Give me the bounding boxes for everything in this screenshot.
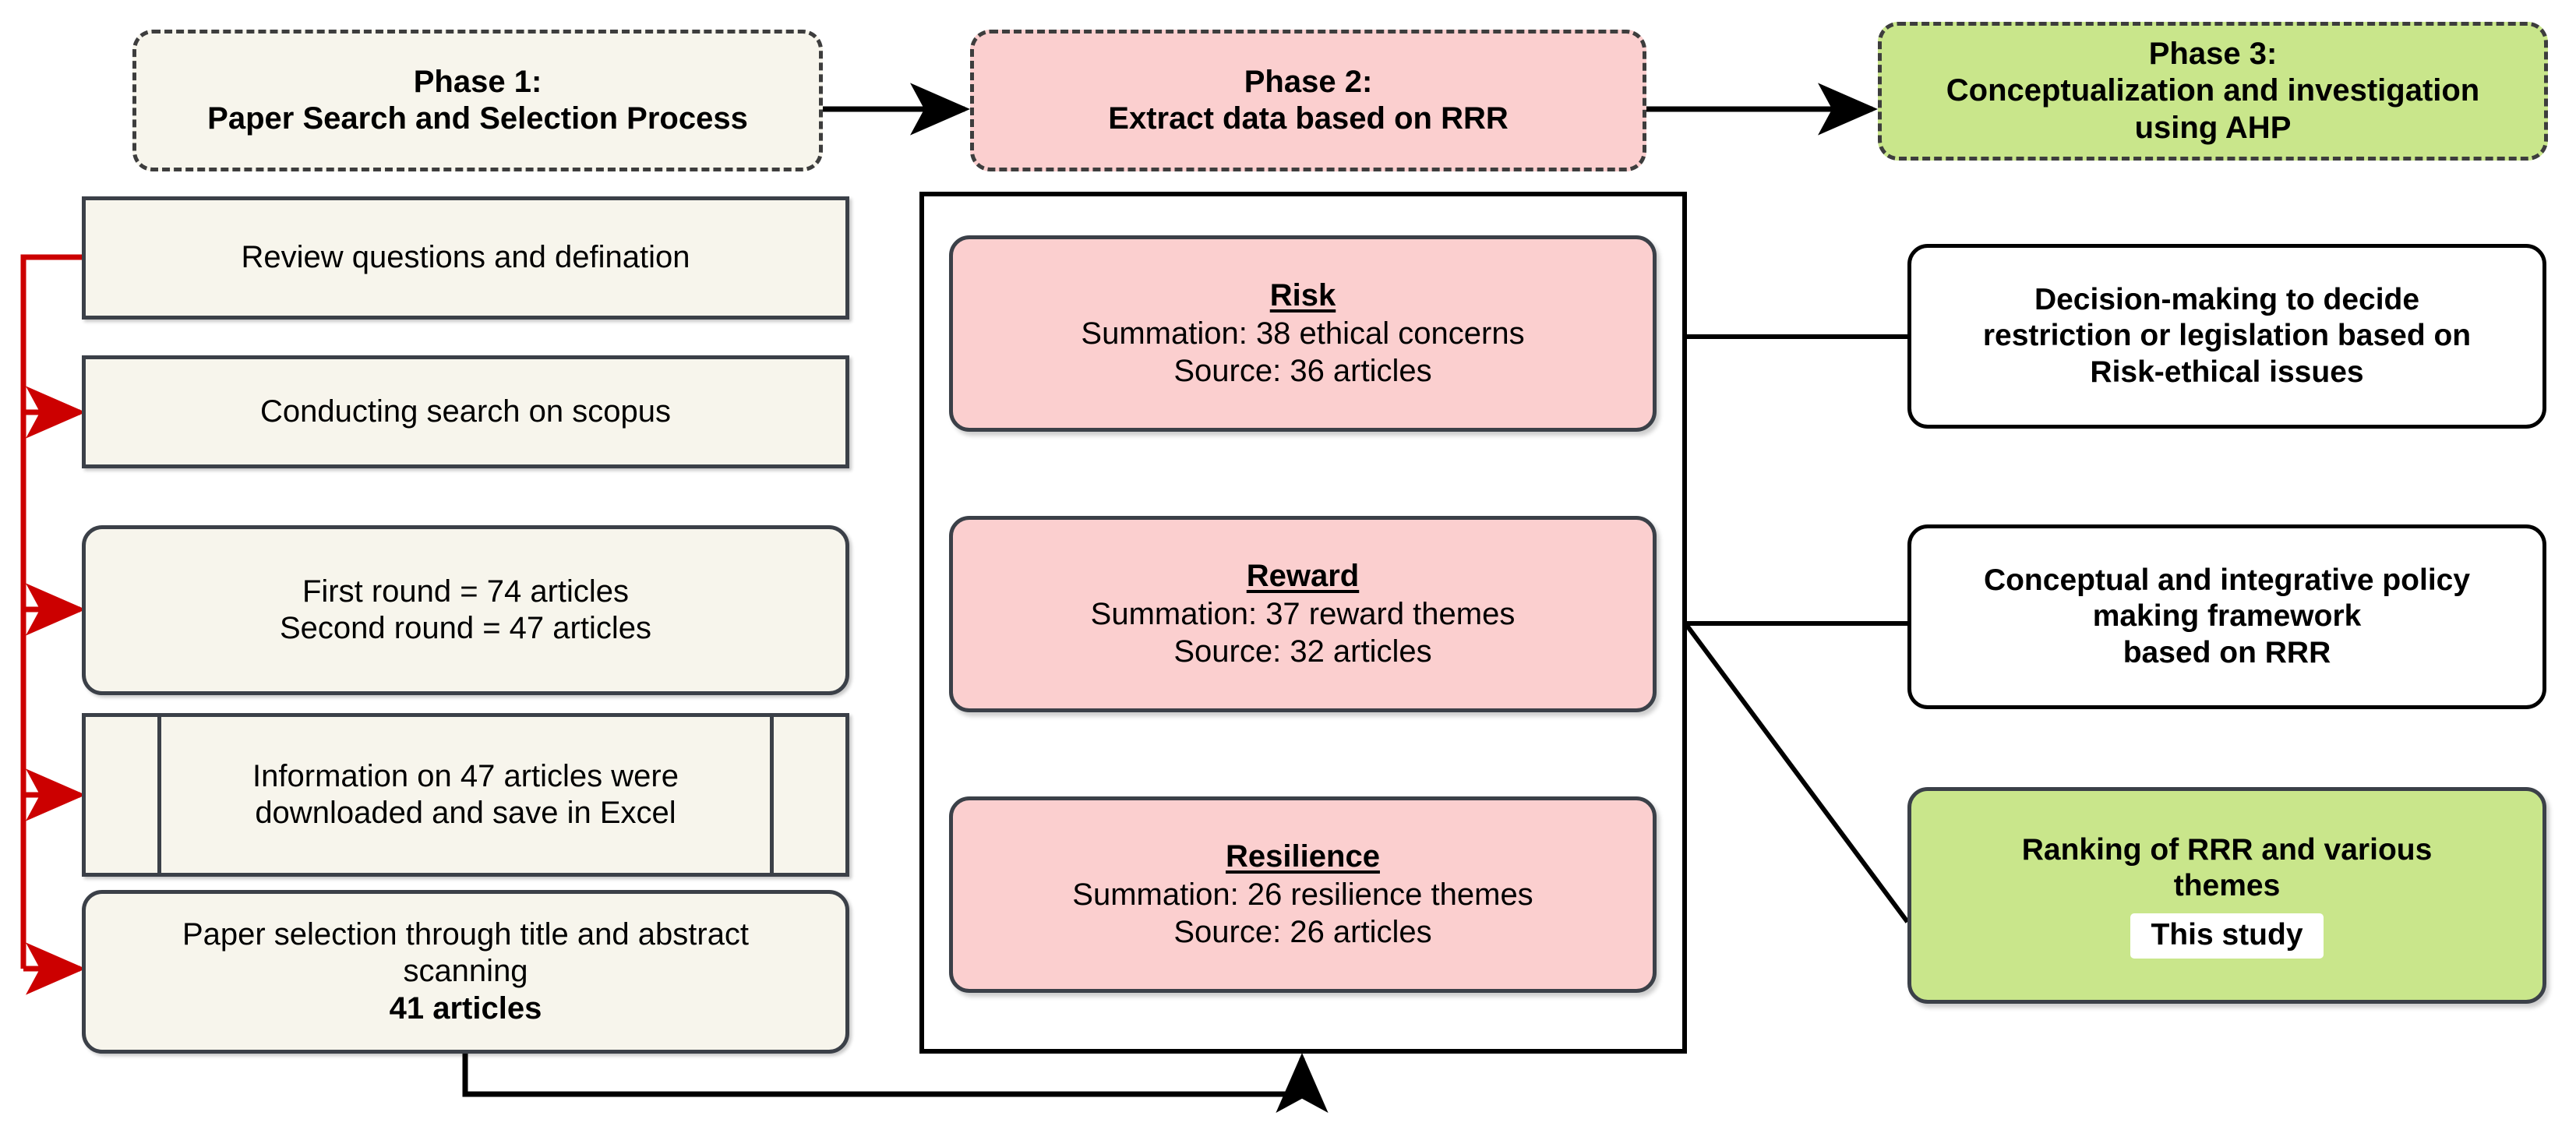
arrow-paperselection-to-container bbox=[462, 1053, 1329, 1113]
risk-title: Risk bbox=[1269, 278, 1336, 313]
outcome-box-decision-making: Decision-making to decide restriction or… bbox=[1907, 244, 2546, 429]
risk-source: Source: 36 articles bbox=[1173, 353, 1432, 388]
left-box-review-questions: Review questions and defination bbox=[82, 196, 849, 320]
policy-framework-line2: making framework bbox=[2092, 599, 2362, 634]
information-excel-line2: downloaded and save in Excel bbox=[255, 796, 676, 830]
decision-making-line1: Decision-making to decide bbox=[2034, 283, 2420, 317]
resilience-title: Resilience bbox=[1226, 839, 1380, 874]
decision-making-line2: restriction or legislation based on bbox=[1982, 319, 2472, 353]
phase-1-box: Phase 1: Paper Search and Selection Proc… bbox=[132, 30, 823, 171]
reward-summation: Summation: 37 reward themes bbox=[1090, 597, 1516, 632]
ranking-line2: themes bbox=[2173, 868, 2281, 902]
phase-3-line3: using AHP bbox=[2134, 110, 2292, 145]
phase-1-line1: Phase 1: bbox=[413, 64, 542, 99]
phase-1-line2: Paper Search and Selection Process bbox=[207, 101, 748, 136]
phase-3-line2: Conceptualization and investigation bbox=[1946, 73, 2480, 108]
ranking-line1: Ranking of RRR and various bbox=[2021, 832, 2433, 867]
rrr-box-reward: Reward Summation: 37 reward themes Sourc… bbox=[949, 516, 1657, 712]
phase-3-box: Phase 3: Conceptualization and investiga… bbox=[1878, 22, 2548, 161]
left-box-conducting-search: Conducting search on scopus bbox=[82, 355, 849, 468]
phase-2-box: Phase 2: Extract data based on RRR bbox=[970, 30, 1646, 171]
conducting-search-text: Conducting search on scopus bbox=[260, 394, 671, 429]
rounds-line2: Second round = 47 articles bbox=[280, 611, 651, 645]
risk-summation: Summation: 38 ethical concerns bbox=[1081, 316, 1525, 351]
paper-selection-count: 41 articles bbox=[389, 990, 542, 1026]
connector-container-to-ranking bbox=[1683, 622, 1910, 923]
decision-making-line3: Risk-ethical issues bbox=[2090, 355, 2364, 389]
phase-2-line1: Phase 2: bbox=[1244, 64, 1373, 99]
paper-selection-line2: scanning bbox=[403, 954, 528, 989]
review-questions-text: Review questions and defination bbox=[241, 240, 690, 275]
policy-framework-line1: Conceptual and integrative policy bbox=[1983, 563, 2471, 598]
outcome-box-ranking: Ranking of RRR and various themes This s… bbox=[1907, 787, 2546, 1004]
policy-framework-line3: based on RRR bbox=[2123, 635, 2331, 669]
outcome-box-policy-framework: Conceptual and integrative policy making… bbox=[1907, 524, 2546, 709]
rrr-box-resilience: Resilience Summation: 26 resilience them… bbox=[949, 796, 1657, 993]
left-box-paper-selection: Paper selection through title and abstra… bbox=[82, 890, 849, 1054]
rounds-line1: First round = 74 articles bbox=[302, 574, 630, 609]
left-box-information-excel: Information on 47 articles were download… bbox=[82, 713, 849, 877]
reward-source: Source: 32 articles bbox=[1173, 634, 1432, 669]
paper-selection-line1: Paper selection through title and abstra… bbox=[182, 917, 750, 952]
phase-2-line2: Extract data based on RRR bbox=[1108, 101, 1509, 136]
resilience-source: Source: 26 articles bbox=[1173, 914, 1432, 949]
left-box-rounds: First round = 74 articles Second round =… bbox=[82, 525, 849, 695]
resilience-summation: Summation: 26 resilience themes bbox=[1072, 877, 1533, 913]
this-study-chip: This study bbox=[2130, 913, 2324, 959]
reward-title: Reward bbox=[1246, 559, 1360, 594]
phase-3-line1: Phase 3: bbox=[2148, 37, 2278, 72]
information-excel-line1: Information on 47 articles were bbox=[252, 758, 679, 793]
rrr-box-risk: Risk Summation: 38 ethical concerns Sour… bbox=[949, 235, 1657, 432]
